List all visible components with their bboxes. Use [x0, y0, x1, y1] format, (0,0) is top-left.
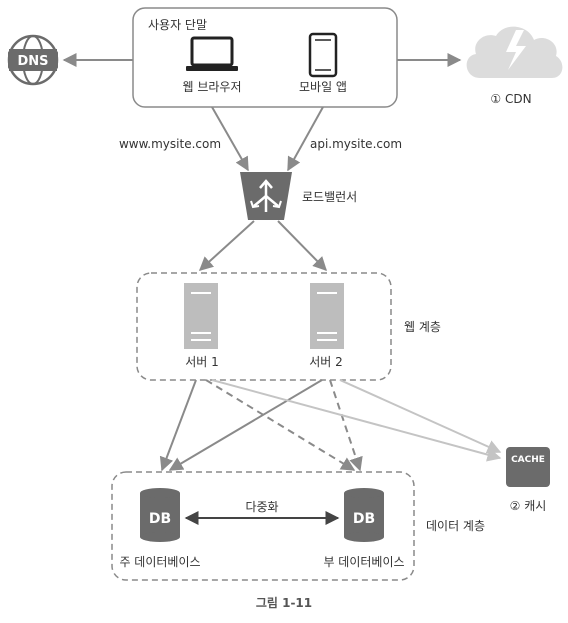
- load-balancer-label: 로드밸런서: [302, 190, 357, 204]
- web-tier-label: 웹 계층: [404, 320, 441, 334]
- replication-label: 다중화: [245, 500, 278, 514]
- mobile-app-label: 모바일 앱: [299, 80, 347, 94]
- arrow-lb-to-server1: [198, 220, 255, 271]
- api-edge-label: api.mysite.com: [310, 137, 402, 151]
- primary-db-icon: [140, 488, 180, 542]
- replica-db-badge: DB: [353, 511, 375, 527]
- arrow-www-to-lb: [211, 106, 249, 172]
- web-tier-box: [136, 272, 392, 381]
- arrow-server2-to-replica-db: [329, 379, 363, 472]
- arrow-lb-to-server2: [277, 220, 327, 272]
- cdn-label: ① CDN: [490, 92, 531, 106]
- primary-db-label: 주 데이터베이스: [119, 555, 200, 569]
- mobile-phone-icon: [308, 32, 338, 78]
- server-1-label: 서버 1: [185, 355, 219, 369]
- www-edge-label: www.mysite.com: [119, 137, 221, 151]
- cache-icon: [506, 447, 550, 487]
- dns-label: DNS: [17, 54, 48, 69]
- primary-db-badge: DB: [149, 511, 171, 527]
- load-balancer-icon: [240, 172, 292, 220]
- arrow-server1-to-cache: [211, 379, 502, 462]
- data-tier-box: [111, 471, 415, 581]
- server-2-icon: [310, 283, 344, 349]
- figure-caption: 그림 1-11: [256, 596, 312, 610]
- server-2-label: 서버 2: [309, 355, 343, 369]
- web-browser-label: 웹 브라우저: [182, 80, 241, 94]
- arrow-server1-to-replica-db: [205, 379, 356, 471]
- arrow-api-to-lb: [287, 106, 324, 172]
- cache-label: ② 캐시: [510, 499, 547, 513]
- user-terminal-title: 사용자 단말: [148, 18, 207, 32]
- cache-badge: CACHE: [511, 455, 545, 465]
- arrow-server2-to-cache: [339, 379, 502, 454]
- replica-db-label: 부 데이터베이스: [323, 555, 404, 569]
- laptop-icon: [186, 36, 238, 71]
- cdn-cloud-icon: [466, 26, 563, 78]
- arrow-server2-to-primary-db: [168, 379, 323, 471]
- dns-globe-icon: [7, 34, 59, 86]
- server-1-icon: [184, 283, 218, 349]
- replica-db-icon: [344, 488, 384, 542]
- arrow-server1-to-primary-db: [159, 379, 197, 472]
- data-tier-label: 데이터 계층: [426, 519, 485, 533]
